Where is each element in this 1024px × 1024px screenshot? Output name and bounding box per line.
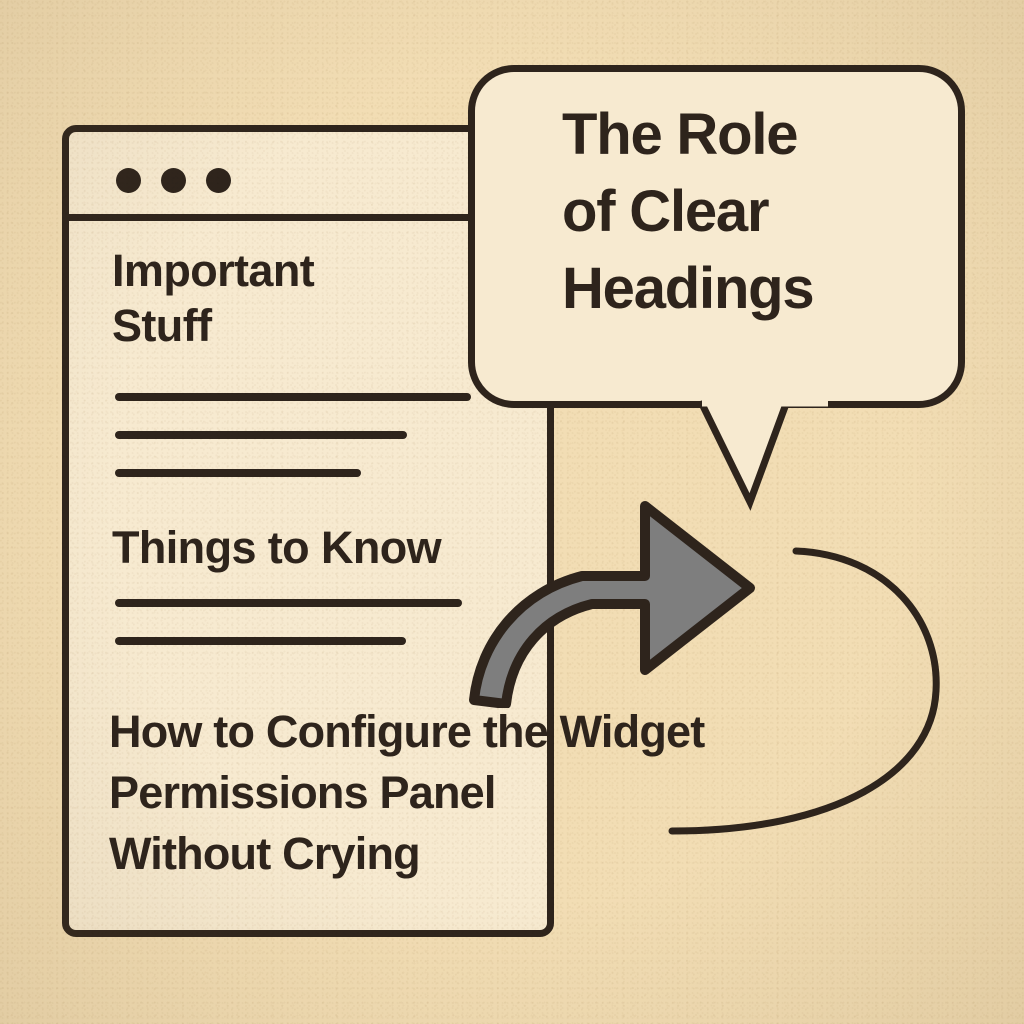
window-titlebar [69,132,547,221]
text-rule-3 [115,469,361,477]
heading-things-to-know: Things to Know [112,522,442,573]
text-rule-4 [115,599,462,607]
heading-how-to-configure: How to Configure the Widget Permissions … [109,706,705,879]
heading-important-stuff: Important Stuff [112,245,315,352]
window-dot-3-icon[interactable] [206,168,231,193]
speech-bubble: The Role of Clear Headings [468,65,965,408]
text-rule-1 [115,393,471,401]
window-content-area: Important Stuff Things to Know [69,221,547,930]
open-loop-curve-icon [668,547,940,835]
speech-bubble-tail-icon [698,397,828,511]
text-rule-2 [115,431,407,439]
speech-bubble-text: The Role of Clear Headings [562,102,815,322]
text-rule-5 [115,637,406,645]
window-dot-2-icon[interactable] [161,168,186,193]
curved-right-arrow-icon [469,501,755,708]
window-dot-1-icon[interactable] [116,168,141,193]
